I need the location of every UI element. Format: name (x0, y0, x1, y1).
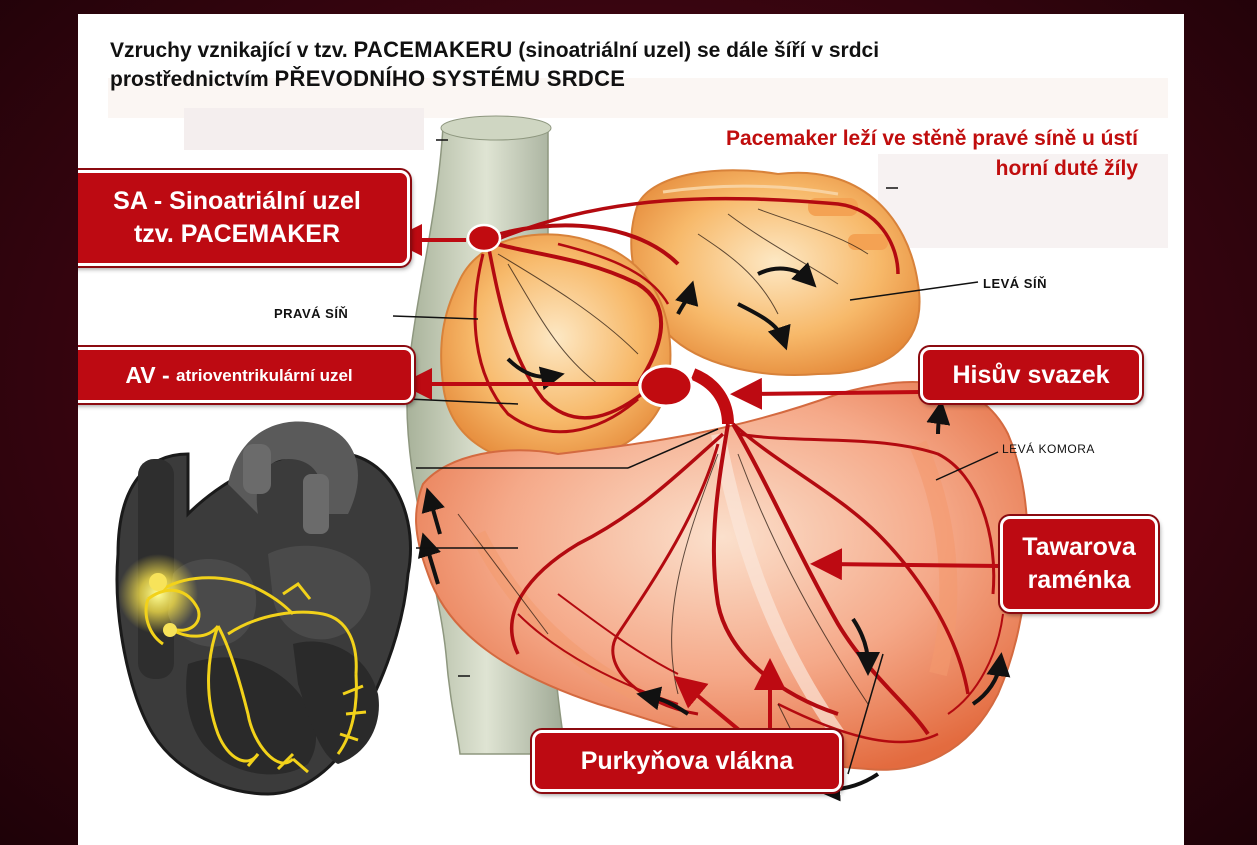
slide: Vzruchy vznikající v tzv. PACEMAKERU (si… (78, 14, 1184, 845)
callout-sa-line1: SA - Sinoatriální uzel (113, 185, 361, 218)
callout-purkinje-label: Purkyňova vlákna (581, 745, 794, 778)
label-left-ventricle: LEVÁ KOMORA (1002, 442, 1095, 456)
label-right-atrium: PRAVÁ SÍŇ (274, 306, 348, 321)
title-pacemaker: PACEMAKERU (354, 37, 513, 62)
page-title: Vzruchy vznikající v tzv. PACEMAKERU (si… (110, 36, 1170, 94)
callout-av-rest: atrioventrikulární uzel (176, 359, 353, 392)
title-system: PŘEVODNÍHO SYSTÉMU SRDCE (275, 66, 626, 91)
title-part2: (sinoatriální uzel) se dále šíří v srdci (513, 39, 879, 62)
callout-tawara-line2: raménka (1028, 564, 1131, 597)
label-left-atrium: LEVÁ SÍŇ (983, 276, 1047, 291)
callout-his-bundle: Hisův svazek (920, 347, 1142, 403)
pacemaker-note: Pacemaker leží ve stěně pravé síně u úst… (548, 124, 1138, 184)
schematic-heart (117, 422, 410, 795)
callout-sa-node: SA - Sinoatriální uzel tzv. PACEMAKER (78, 170, 410, 266)
note-line1: Pacemaker leží ve stěně pravé síně u úst… (548, 124, 1138, 154)
callout-tawara-line1: Tawarova (1022, 531, 1135, 564)
callout-his-label: Hisův svazek (952, 359, 1109, 392)
right-atrium-shape (441, 234, 670, 464)
title-part3: prostřednictvím (110, 68, 275, 91)
note-line2: horní duté žíly (548, 154, 1138, 184)
sa-node (468, 225, 500, 251)
title-part1: Vzruchy vznikající v tzv. (110, 39, 354, 62)
callout-sa-line2: tzv. PACEMAKER (134, 218, 340, 251)
callout-av-prefix: AV - (125, 359, 169, 392)
callout-av-node: AV - atrioventrikulární uzel (78, 347, 414, 403)
callout-tawara: Tawarova raménka (1000, 516, 1158, 612)
av-node (640, 366, 692, 406)
callout-purkinje: Purkyňova vlákna (532, 730, 842, 792)
